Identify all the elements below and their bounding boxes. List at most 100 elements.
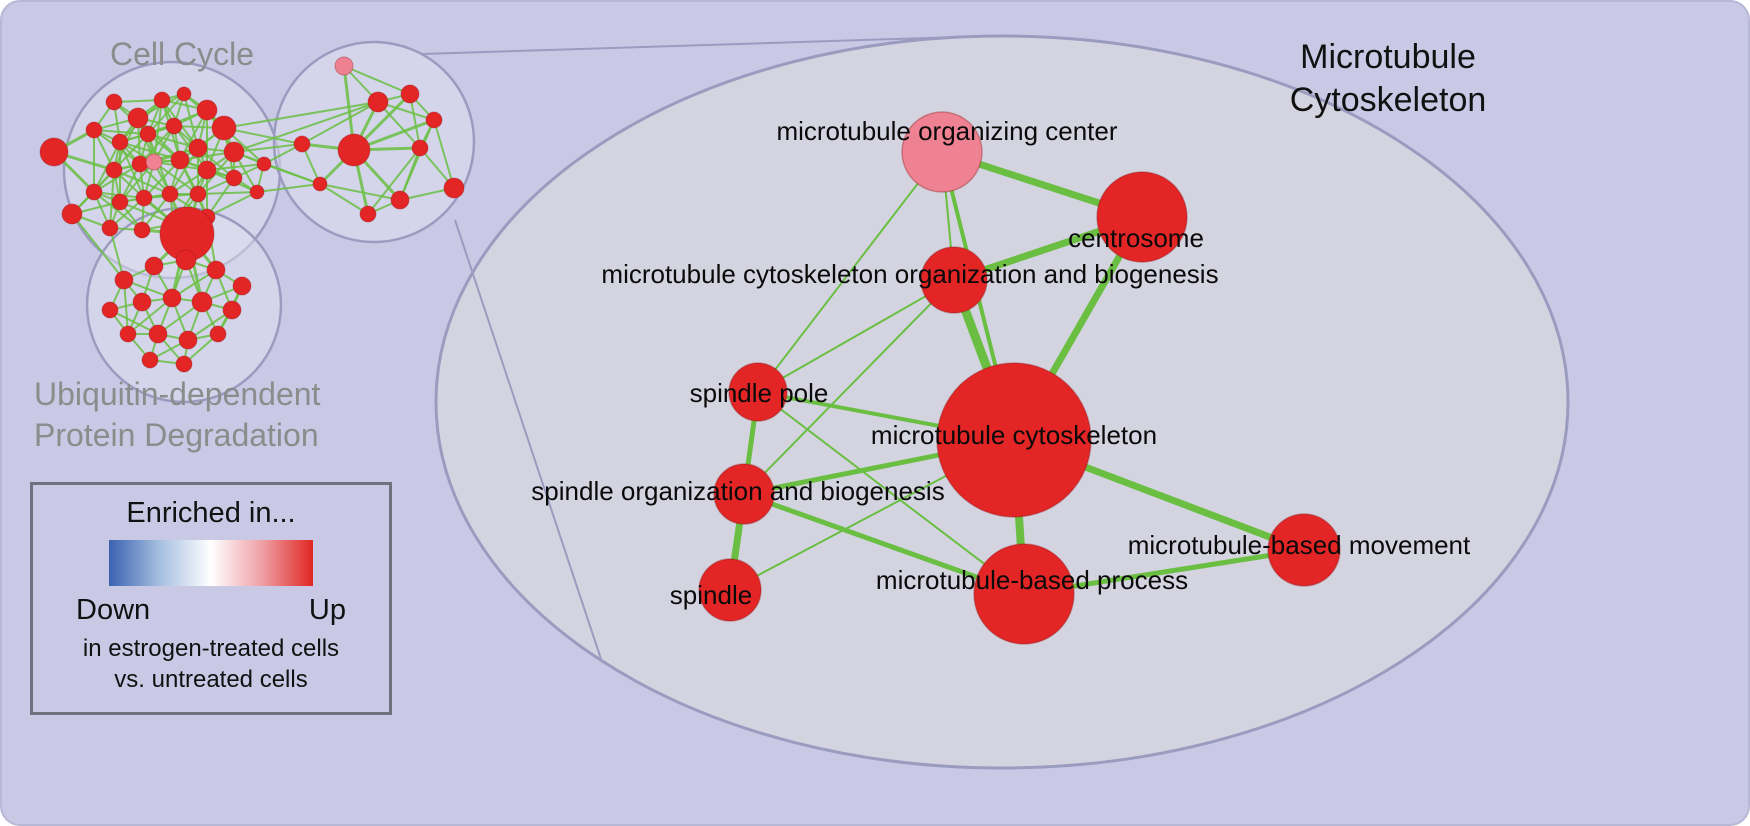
node-spi [698,558,762,622]
node-label-mbm: microtubule-based movement [1128,530,1471,560]
overview-edge [139,125,175,165]
node-mtc [936,362,1092,518]
overview-node [256,156,272,172]
legend-up-label: Up [308,594,346,626]
overview-node [127,107,149,129]
overview-edge [71,213,125,281]
overview-node [189,185,207,203]
detail-cluster-title-line2: Cytoskeleton [1289,80,1487,119]
overview-edge [319,183,369,215]
overview-node [209,325,227,343]
cluster-label-ubiquitin: Ubiquitin-dependent Protein Degradation [34,374,320,456]
overview-edge [93,163,141,193]
overview-node [390,190,410,210]
overview-node [400,84,420,104]
legend-axis-labels: Down Up [76,594,346,627]
node-mco [920,246,988,314]
overview-edge [153,161,199,195]
overview-edge [233,151,321,185]
overview-edge [367,147,421,215]
overview-node [101,219,119,237]
overview-edge [147,93,185,135]
overview-node [232,276,252,296]
overview-node [148,324,168,344]
overview-node [131,155,149,173]
overview-node [223,141,245,163]
overview-node [211,115,237,141]
overview-node [162,288,182,308]
overview-node [119,325,137,343]
overview-node [222,300,242,320]
legend-subtitle: in estrogen-treated cells vs. untreated … [33,633,389,695]
detail-edge-moc-pol [757,151,943,393]
cluster-label-cell-cycle: Cell Cycle [110,36,255,72]
overview-node [196,99,218,121]
node-label-moc: microtubule organizing center [776,116,1117,146]
overview-node [133,221,151,239]
overview-edge [433,119,455,189]
overview-node [111,193,129,211]
overview-node [105,161,123,179]
overview-node [249,184,265,200]
legend-subtitle-line1: in estrogen-treated cells [82,635,340,662]
legend-gradient-bar [109,540,313,586]
overview-edge [223,127,303,145]
detail-edge-mco-sob [743,279,955,495]
overview-node [197,160,217,180]
overview-node [139,125,157,143]
overview-edge [233,101,379,153]
overview-node [144,256,164,276]
overview-node [176,86,192,102]
overview-node [411,139,429,157]
node-mbm [1267,513,1341,587]
overview-node [425,111,443,129]
overview-node [39,137,69,167]
overview-node [153,91,171,109]
legend-down-label: Down [76,594,151,626]
overview-node [170,150,190,170]
overview-node [206,260,226,280]
cluster-label-ubiquitin-line1: Ubiquitin-dependent [34,376,321,412]
overview-node [337,133,371,167]
overview-edge [93,191,143,231]
detail-cluster-title-line1: Microtubule [1300,38,1476,76]
overview-node [105,93,123,111]
overview-node [61,203,83,225]
overview-edge [409,93,421,149]
overview-node [312,176,328,192]
overview-edge [319,183,401,201]
overview-node [178,330,198,350]
overview-node [141,351,159,369]
legend-box: Enriched in... Down Up in estrogen-treat… [30,482,392,715]
node-label-cen: centrosome [1068,223,1204,253]
overview-node [225,169,243,187]
overview-edge [377,101,421,149]
overview-edge [399,119,435,201]
overview-edge [183,93,199,149]
overview-edge [233,143,303,153]
node-pol [728,362,788,422]
overview-edge [197,191,258,195]
overview-edge [343,65,411,95]
overview-node [188,138,208,158]
overview-node [85,183,103,201]
detail-node-labels: microtubule organizing center centrosome m… [531,116,1471,610]
detail-nodes [698,111,1341,645]
overview-node [101,301,119,319]
legend-title: Enriched in... [126,497,296,529]
overview-node [165,117,183,135]
overview-node [191,291,213,313]
overview-node [145,153,163,171]
overview-node [85,121,103,139]
overview-edge [206,163,265,171]
node-mbp [973,543,1075,645]
detail-cluster-title: Microtubule Cytoskeleton [1257,36,1519,121]
overview-node [135,189,153,207]
zoom-callout-line [421,35,991,55]
overview-node [443,177,465,199]
overview-node [293,135,311,153]
zoom-callout-line [454,219,603,663]
overview-node [175,249,197,271]
overview-node [132,292,152,312]
